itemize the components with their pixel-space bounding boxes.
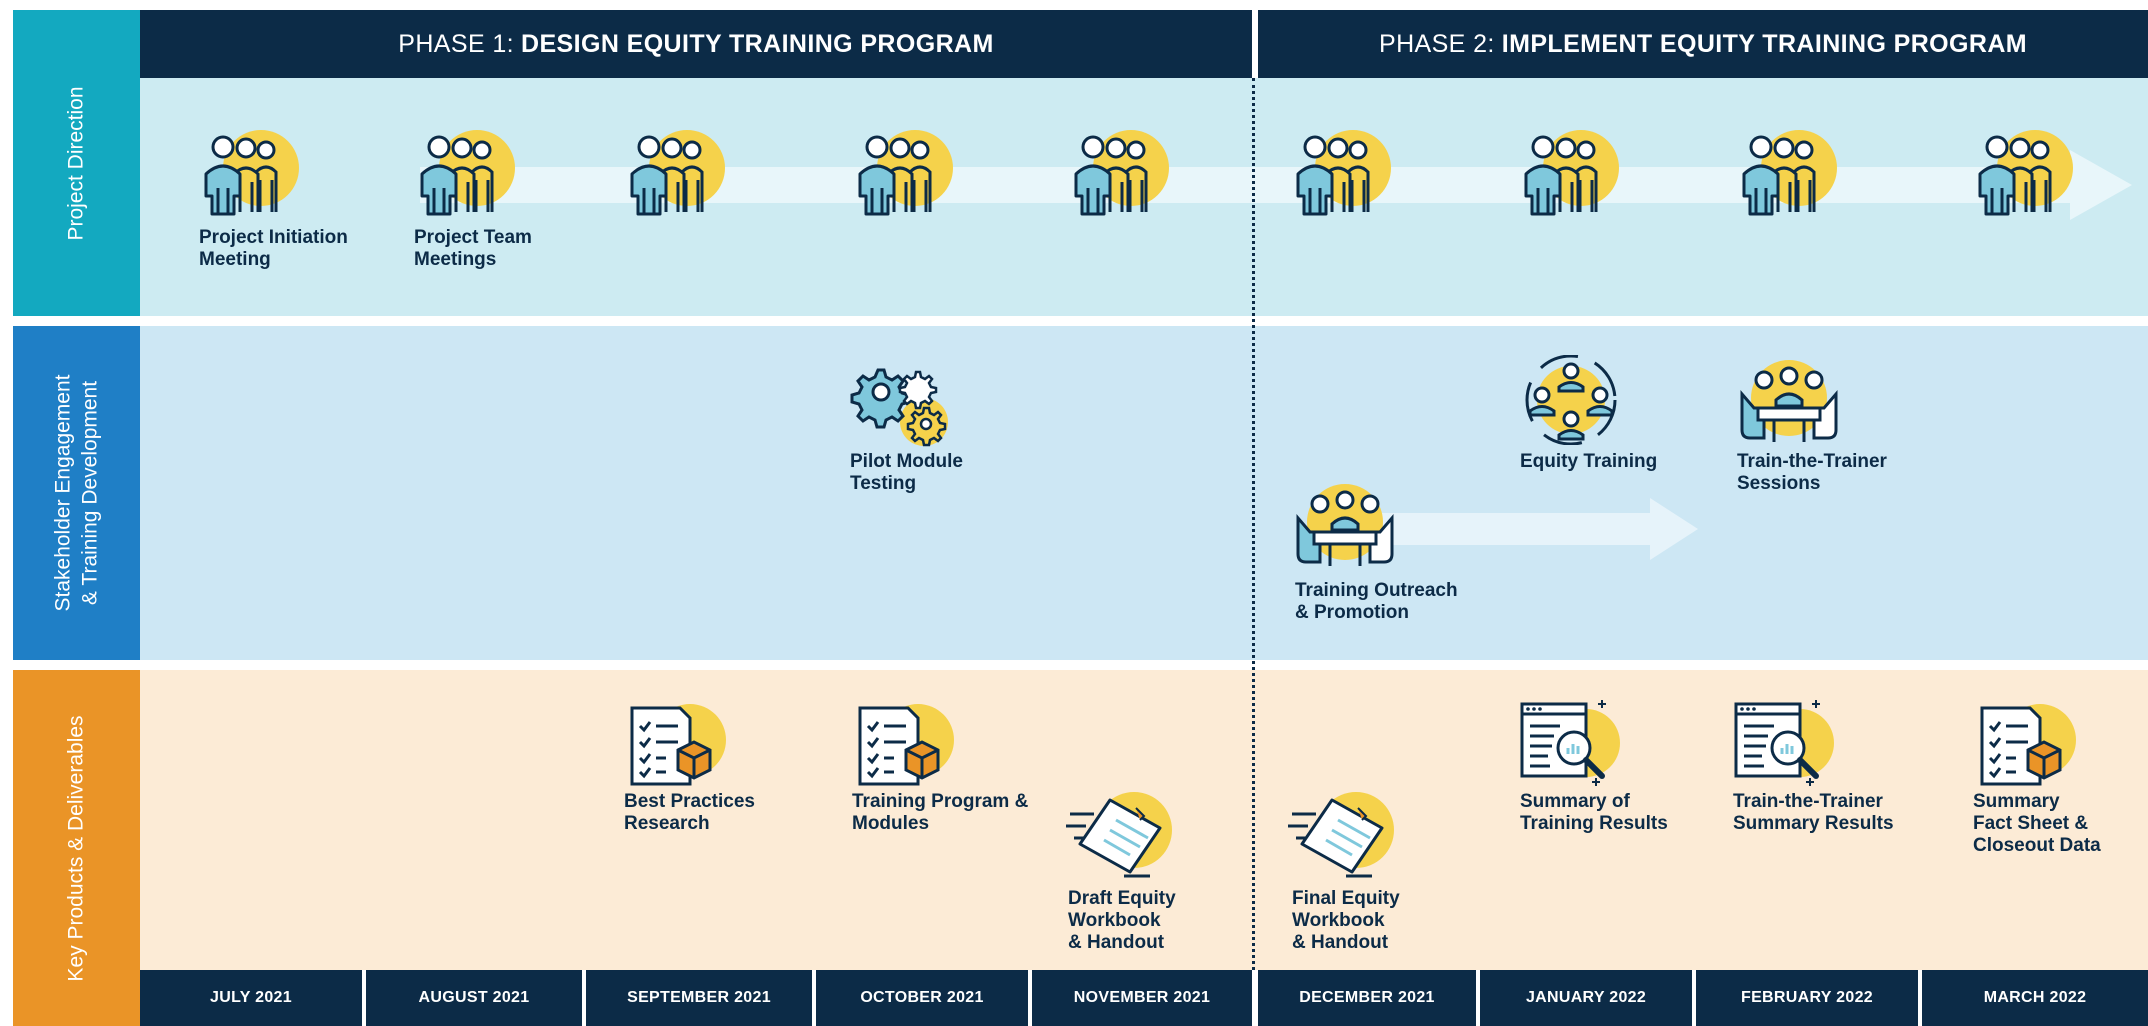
outreach-arrow — [1380, 498, 1698, 560]
flying-document-icon — [1066, 790, 1176, 880]
flying-document-icon — [1288, 790, 1398, 880]
month-sep-2021: SEPTEMBER 2021 — [586, 970, 812, 1026]
team-icon — [196, 128, 306, 218]
month-aug-2021: AUGUST 2021 — [366, 970, 582, 1026]
project-direction-arrow — [420, 150, 2132, 220]
team-icon — [1516, 128, 1626, 218]
month-mar-2022: MARCH 2022 — [1922, 970, 2148, 1026]
meeting-table-icon — [1734, 358, 1844, 448]
row-label-text-line1: Stakeholder Engagement — [51, 374, 75, 612]
phase-2-header: PHASE 2: IMPLEMENT EQUITY TRAINING PROGR… — [1258, 10, 2148, 78]
report-magnifier-icon — [1730, 698, 1840, 788]
checklist-box-icon — [1970, 700, 2080, 790]
checklist-box-icon — [620, 700, 730, 790]
team-icon — [1734, 128, 1844, 218]
phase-divider — [1252, 78, 1255, 970]
month-oct-2021: OCTOBER 2021 — [816, 970, 1028, 1026]
team-icon — [622, 128, 732, 218]
month-jul-2021: JULY 2021 — [140, 970, 362, 1026]
row-label-text: Project Direction — [65, 85, 88, 241]
row-label-stakeholder: Stakeholder Engagement & Training Develo… — [13, 326, 140, 660]
phase-1-header: PHASE 1: DESIGN EQUITY TRAINING PROGRAM — [140, 10, 1252, 78]
month-jan-2022: JANUARY 2022 — [1480, 970, 1692, 1026]
gears-icon — [846, 362, 956, 452]
report-magnifier-icon — [1516, 698, 1626, 788]
month-dec-2021: DECEMBER 2021 — [1258, 970, 1476, 1026]
team-icon — [1970, 128, 2080, 218]
phase-2-title: IMPLEMENT EQUITY TRAINING PROGRAM — [1501, 29, 2027, 58]
phase-1-title: DESIGN EQUITY TRAINING PROGRAM — [521, 29, 994, 58]
team-icon — [412, 128, 522, 218]
month-feb-2022: FEBRUARY 2022 — [1696, 970, 1918, 1026]
label-training-outreach: Training Outreach& Promotion — [1295, 580, 1458, 623]
team-icon — [850, 128, 960, 218]
row-label-text: Key Products & Deliverables — [65, 714, 88, 982]
phase-2-prefix: PHASE 2: — [1379, 29, 1495, 58]
month-nov-2021: NOVEMBER 2021 — [1032, 970, 1252, 1026]
row-label-project-direction: Project Direction — [13, 10, 140, 316]
label-training-program: Training Program &Modules — [852, 791, 1029, 834]
meeting-table-icon — [1290, 482, 1400, 572]
training-circle-icon — [1516, 355, 1626, 445]
team-icon — [1066, 128, 1176, 218]
label-equity-training: Equity Training — [1520, 451, 1658, 472]
row-label-deliverables: Key Products & Deliverables — [13, 670, 140, 1026]
checklist-box-icon — [848, 700, 958, 790]
team-icon — [1288, 128, 1398, 218]
row-label-text-line2: & Training Development — [78, 380, 102, 606]
phase-1-prefix: PHASE 1: — [398, 29, 515, 58]
